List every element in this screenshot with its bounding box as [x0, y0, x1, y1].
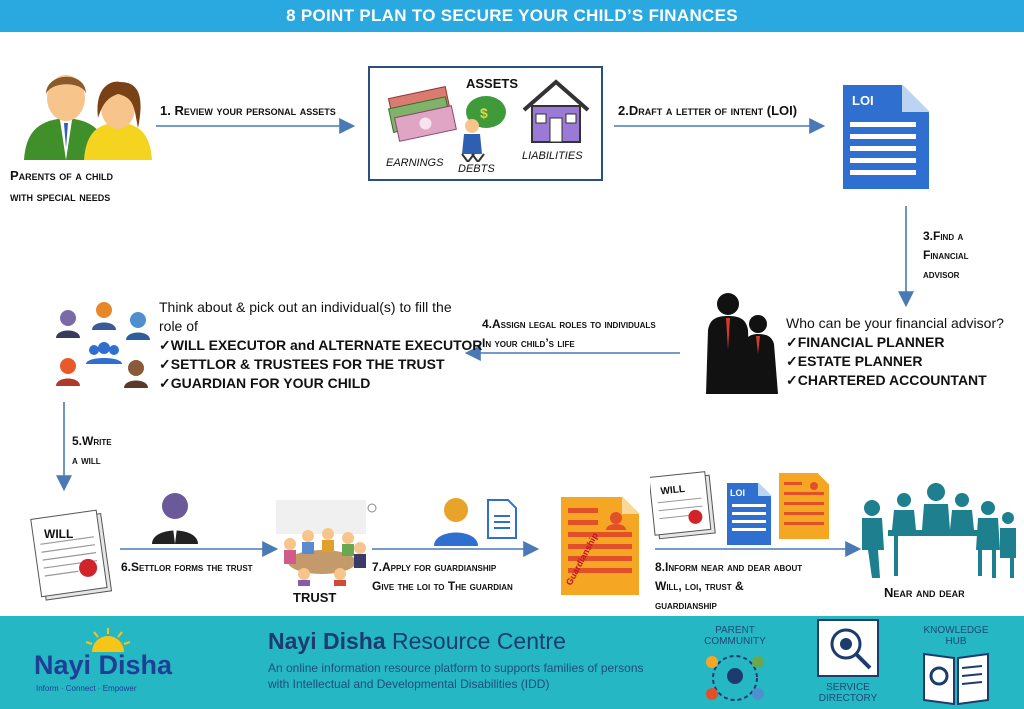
guardianship-document-icon — [559, 495, 641, 597]
logo-tagline: Inform · Connect · Empower — [36, 684, 137, 693]
flow-arrows — [56, 118, 914, 557]
earnings-label: EARNINGS — [386, 157, 444, 169]
resource-centre-title-bold: Nayi Disha — [268, 628, 386, 654]
step8-label-line3: guardianship — [655, 598, 717, 612]
parents-icon — [24, 75, 152, 160]
roles-intro-line1: Think about & pick out an individual(s) … — [159, 299, 452, 315]
step8-label-line2: Will, loi, trust & — [655, 579, 744, 593]
roles-intro-line2: role of — [159, 318, 198, 334]
role-will-executor: ✓WILL EXECUTOR and ALTERNATE EXECUTOR — [159, 337, 483, 353]
near-and-dear-label: Near and dear — [884, 585, 965, 600]
service-directory-label: SERVICE DIRECTORY — [818, 682, 878, 704]
sun-logo-icon — [86, 628, 130, 652]
resource-centre-description: An online information resource platform … — [268, 661, 644, 691]
svg-text:WILL: WILL — [660, 484, 685, 497]
advisor-option-estate-planner: ✓ESTATE PLANNER — [786, 353, 923, 369]
debts-icon: $ — [461, 96, 506, 162]
guardian-person-icon — [434, 498, 478, 546]
loi-small-document-icon — [487, 499, 517, 539]
step3-label-line3: advisor — [923, 267, 960, 281]
advisor-option-financial-planner: ✓FINANCIAL PLANNER — [786, 334, 945, 350]
resource-centre-title-rest: Resource Centre — [385, 628, 566, 654]
svg-text:LOI: LOI — [730, 488, 745, 498]
step7-label-line1: 7.Apply for guardianship — [372, 560, 497, 574]
role-guardian: ✓GUARDIAN FOR YOUR CHILD — [159, 375, 371, 391]
step5-label-line2: a will — [72, 453, 101, 467]
step2-label: 2.Draft a letter of intent (LOI) — [618, 103, 798, 118]
step6-label: 6.Settlor forms the trust — [121, 560, 253, 574]
family-gathering-icon — [862, 483, 1016, 578]
money-icon — [387, 86, 457, 142]
trust-meeting-icon — [276, 500, 377, 586]
knowledge-hub-label: KNOWLEDGE HUB — [923, 625, 989, 647]
step4-label-line1: 4.Assign legal roles to individuals — [482, 317, 656, 331]
logo-name: Nayi Disha — [34, 650, 173, 680]
step3-label-line1: 3.Find a — [923, 229, 964, 243]
advisor-option-chartered-accountant: ✓CHARTERED ACCOUNTANT — [786, 372, 987, 388]
step4-label-line2: In your child’s life — [482, 336, 575, 350]
role-settlor-trustees: ✓SETTLOR & TRUSTEES FOR THE TRUST — [159, 356, 445, 372]
will-label: WILL — [44, 527, 74, 541]
knowledge-hub-icon[interactable] — [920, 646, 992, 706]
step5-label-line1: 5.Write — [72, 434, 112, 448]
will-document-icon — [30, 509, 113, 601]
advisors-silhouette-icon — [706, 293, 778, 394]
resource-centre-title: Nayi Disha Resource Centre — [268, 628, 566, 655]
assets-box: ASSETS $ EARNINGS DEBTS LIABILITIES — [368, 66, 603, 181]
page-title: 8 POINT PLAN TO SECURE YOUR CHILD’S FINA… — [0, 0, 1024, 32]
step3-label-line2: Financial — [923, 248, 969, 262]
nayi-disha-logo[interactable]: Nayi Disha Inform · Connect · Empower — [30, 626, 190, 700]
loi-document-icon — [841, 83, 931, 191]
svg-text:$: $ — [480, 105, 488, 121]
parent-community-label: PARENT COMMUNITY — [704, 625, 766, 647]
liabilities-label: LIABILITIES — [522, 150, 583, 162]
settlor-icon — [152, 493, 198, 544]
parents-label-line1: Parents of a child — [10, 168, 114, 183]
house-icon — [522, 79, 590, 143]
people-group-icon — [56, 302, 150, 388]
documents-cluster-icon: WILL LOI — [650, 471, 831, 547]
service-directory-icon[interactable] — [816, 618, 880, 678]
loi-icon-text: LOI — [852, 93, 874, 108]
assets-title: ASSETS — [466, 76, 519, 91]
parents-label-line2: with special needs — [10, 189, 111, 204]
advisor-question: Who can be your financial advisor? — [786, 315, 1004, 331]
parent-community-icon[interactable] — [702, 648, 768, 706]
trust-label: TRUST — [293, 590, 337, 605]
step1-label: 1. Review your personal assets — [160, 103, 336, 118]
step7-label-line2: Give the loi to The guardian — [372, 579, 513, 593]
step8-label-line1: 8.Inform near and dear about — [655, 560, 803, 574]
debts-label: DEBTS — [458, 163, 495, 175]
